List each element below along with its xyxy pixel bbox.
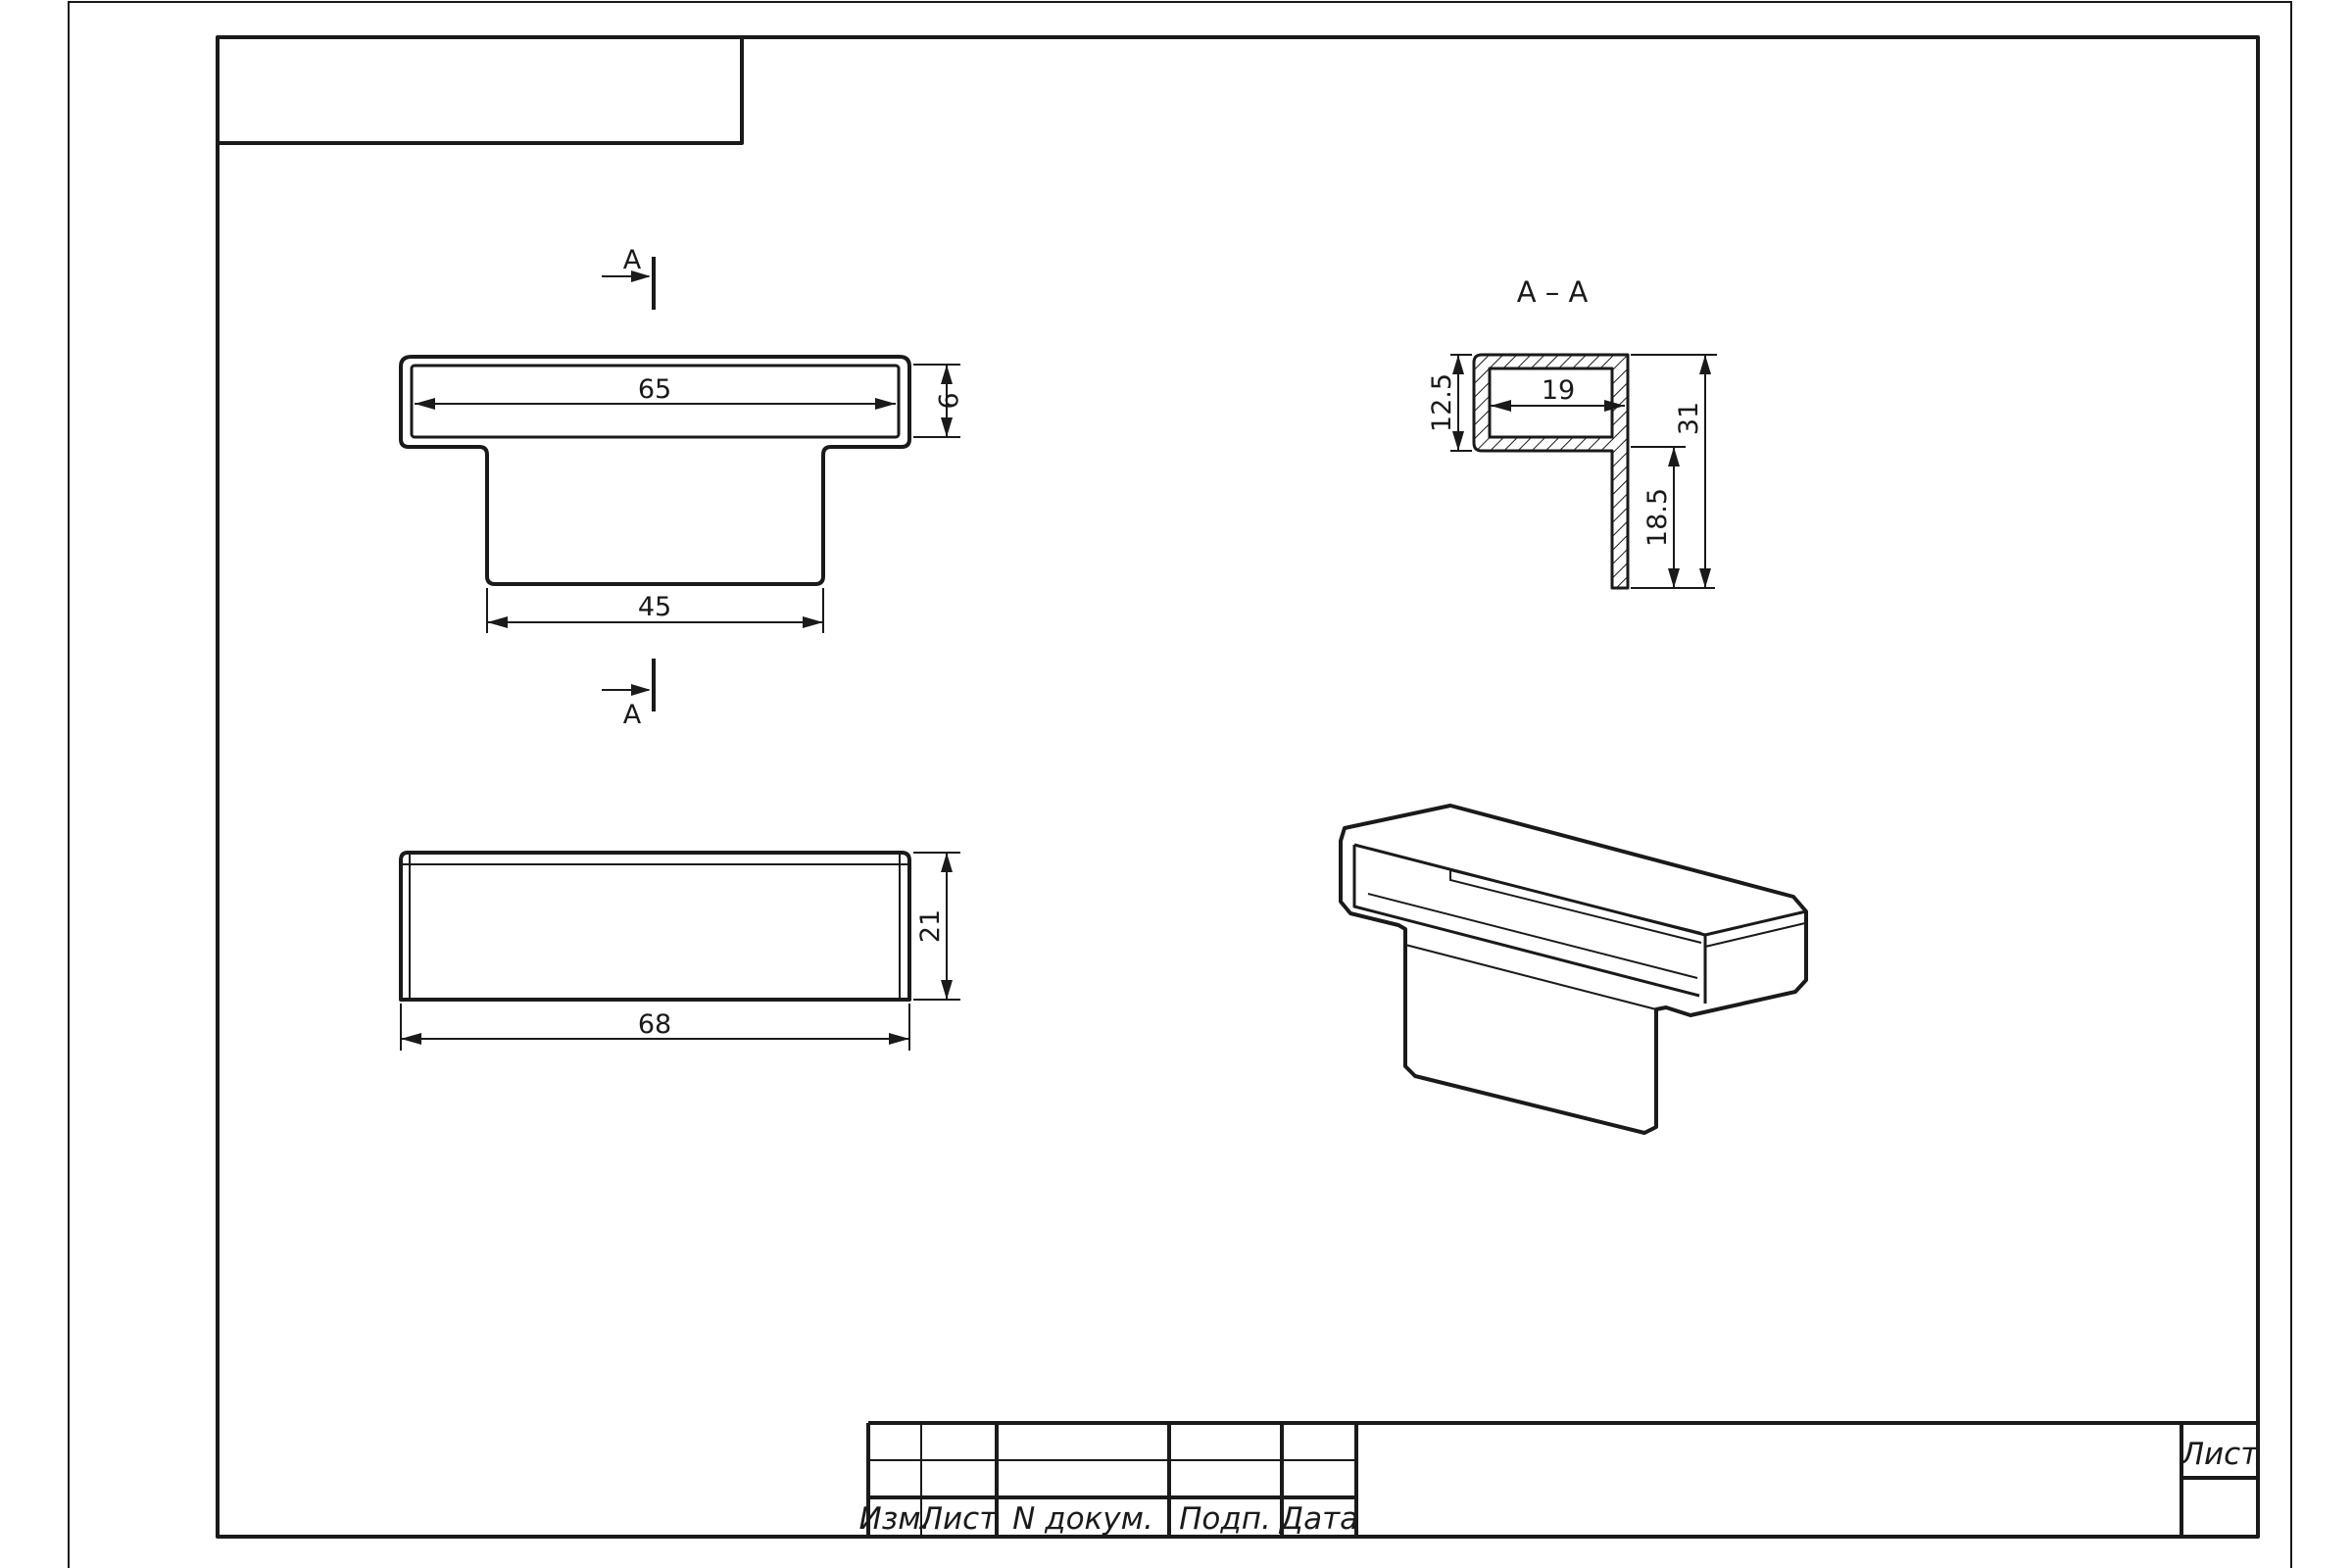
dim-section-inner-width: 19 <box>1491 375 1625 412</box>
top-view <box>399 355 911 586</box>
drawing-frame <box>216 35 2260 1539</box>
dim-front-height: 21 <box>913 852 960 1001</box>
dim-68-label: 68 <box>638 1009 671 1040</box>
dim-top-inner-width: 65 <box>415 374 896 410</box>
section-aa <box>1472 353 1630 590</box>
dim-12-5-label: 12.5 <box>1427 373 1457 432</box>
section-marker-bottom-label: A <box>623 700 642 730</box>
dim-top-height: 9 <box>913 364 962 438</box>
section-marker-bottom: A <box>602 659 656 730</box>
dim-front-width: 68 <box>400 1004 910 1051</box>
dim-65-label: 65 <box>638 374 671 405</box>
sheet-trim <box>68 1 2292 1568</box>
dim-18-5-label: 18.5 <box>1642 488 1673 547</box>
tb-doc-number-label: N докум. <box>1012 1501 1153 1537</box>
front-view <box>399 851 911 1002</box>
title-block <box>866 1421 2258 1537</box>
dim-21-label: 21 <box>915 909 946 943</box>
dim-45-label: 45 <box>638 592 671 622</box>
dim-31-label: 31 <box>1674 402 1704 435</box>
section-title: A – A <box>1517 275 1589 309</box>
dim-9-label: 9 <box>932 392 962 409</box>
tb-izm-label: Изм. <box>859 1501 931 1537</box>
dim-section-total-height: 31 <box>1631 354 1717 588</box>
section-marker-top-label: A <box>623 245 642 275</box>
section-marker-top: A <box>602 245 656 310</box>
top-left-stamp-box <box>218 37 744 145</box>
tb-date-label: Дата <box>1278 1501 1358 1537</box>
dim-section-lip-height: 12.5 <box>1427 354 1472 452</box>
dim-section-stem-height: 18.5 <box>1631 446 1715 589</box>
tb-sheet-label: Лист <box>2180 1437 2260 1472</box>
isometric-view <box>1339 804 1808 1135</box>
dim-19-label: 19 <box>1542 375 1575 406</box>
tb-list-label: Лист <box>919 1501 999 1537</box>
tb-signature-label: Подп. <box>1179 1501 1271 1537</box>
dim-stem-width: 45 <box>486 588 824 633</box>
